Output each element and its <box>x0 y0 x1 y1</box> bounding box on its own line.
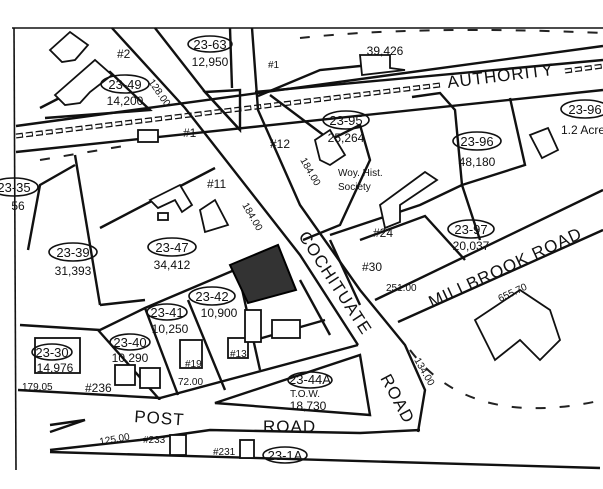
svg-text:#231: #231 <box>213 447 236 458</box>
svg-text:134.00: 134.00 <box>411 356 436 388</box>
buildings <box>34 30 562 459</box>
svg-text:#233: #233 <box>143 435 166 446</box>
parcel-23-1A: 23-1A <box>262 446 308 464</box>
svg-text:23-96: 23-96 <box>568 102 601 117</box>
svg-text:12,950: 12,950 <box>192 55 229 69</box>
subject-parcel-hatched <box>228 243 298 305</box>
svg-text:48,180: 48,180 <box>459 155 496 169</box>
svg-text:23-95: 23-95 <box>329 113 362 128</box>
svg-text:T.O.W.: T.O.W. <box>290 389 320 400</box>
svg-text:39,426: 39,426 <box>367 44 404 58</box>
society-label-2: Society <box>338 182 371 193</box>
svg-text:#1: #1 <box>183 126 197 140</box>
parcel-23-96: 23-96 48,180 <box>452 131 502 169</box>
svg-text:#12: #12 <box>270 137 290 151</box>
svg-text:23-42: 23-42 <box>195 289 228 304</box>
svg-text:23-63: 23-63 <box>193 37 226 52</box>
parcel-23-47: 23-47 34,412 <box>147 237 197 272</box>
svg-text:23-40: 23-40 <box>113 335 146 350</box>
post-road <box>17 343 601 470</box>
boundary-dashed <box>299 28 603 39</box>
parcel-23-63: 23-63 12,950 <box>187 35 233 69</box>
road-label-post-road: ROAD <box>263 417 316 436</box>
road-label-cochituate-road: ROAD <box>376 371 418 427</box>
parcel-23-44A: 23-44A T.O.W.18,730 <box>287 371 333 413</box>
parcel-labels: 23-63 12,950 23-49 14,200 39,426 23-95 25,2… <box>0 35 603 464</box>
svg-text:34,412: 34,412 <box>154 258 191 272</box>
svg-text:#11: #11 <box>207 177 226 191</box>
parcel-39426: 39,426 <box>367 44 404 58</box>
svg-text:23-39: 23-39 <box>56 245 89 260</box>
svg-text:23-44A: 23-44A <box>289 372 331 387</box>
road-label-cochituate: COCHITUATE <box>295 228 376 338</box>
svg-text:72.00: 72.00 <box>178 377 203 388</box>
svg-text:23-1A: 23-1A <box>268 448 303 463</box>
svg-text:56: 56 <box>11 199 25 213</box>
svg-text:10,900: 10,900 <box>201 306 238 320</box>
svg-text:23-35: 23-35 <box>0 180 31 195</box>
parcel-23-39: 23-39 31,393 <box>48 242 98 278</box>
map-border-left <box>13 27 17 471</box>
svg-text:#2: #2 <box>117 47 131 61</box>
svg-text:1.2 Acre: 1.2 Acre <box>561 123 603 137</box>
svg-text:#1: #1 <box>268 60 280 71</box>
parcel-23-42: 23-42 10,900 <box>188 286 238 320</box>
svg-text:31,393: 31,393 <box>55 264 92 278</box>
svg-text:25,264: 25,264 <box>328 131 365 145</box>
svg-text:128.00: 128.00 <box>146 77 173 109</box>
parcel-23-35: 23-35 56 <box>0 177 39 213</box>
svg-text:#24: #24 <box>373 226 393 240</box>
svg-text:14,200: 14,200 <box>107 94 144 108</box>
parcel-23-97: 23-97 20,037 <box>447 219 495 253</box>
svg-text:18,730: 18,730 <box>290 399 327 413</box>
svg-text:#30: #30 <box>362 260 382 274</box>
svg-text:23-97: 23-97 <box>454 222 487 237</box>
society-label-1: Woy. Hist. <box>338 168 383 179</box>
svg-text:#19: #19 <box>185 359 202 370</box>
svg-text:179.05: 179.05 <box>22 382 53 393</box>
svg-text:23-47: 23-47 <box>155 240 188 255</box>
svg-text:10,250: 10,250 <box>152 322 189 336</box>
parcel-23-41: 23-41 10,250 <box>146 303 189 336</box>
svg-text:184.00: 184.00 <box>297 156 322 188</box>
svg-text:23-49: 23-49 <box>108 77 141 92</box>
svg-text:#236: #236 <box>85 381 112 395</box>
svg-text:23-41: 23-41 <box>150 305 183 320</box>
svg-text:#13: #13 <box>230 349 247 360</box>
post-label-box <box>125 400 193 428</box>
svg-text:20,037: 20,037 <box>453 239 490 253</box>
cochituate-road <box>111 27 427 433</box>
boundary-dashed <box>39 144 131 161</box>
svg-text:23-96: 23-96 <box>460 134 493 149</box>
svg-text:14,976: 14,976 <box>37 361 74 375</box>
svg-text:251.00: 251.00 <box>386 283 417 294</box>
authority-row <box>15 44 603 154</box>
svg-text:23-30: 23-30 <box>35 345 68 360</box>
road-label-post: POST <box>134 407 185 429</box>
millbrook-road <box>374 188 603 410</box>
svg-text:10,290: 10,290 <box>112 351 149 365</box>
parcel-23-49: 23-49 14,200 <box>100 74 150 108</box>
parcel-23-96-east: 23-96 1.2 Acre <box>560 99 603 137</box>
svg-text:125.00: 125.00 <box>99 432 131 448</box>
parcel-23-95: 23-95 25,264 <box>322 110 370 145</box>
